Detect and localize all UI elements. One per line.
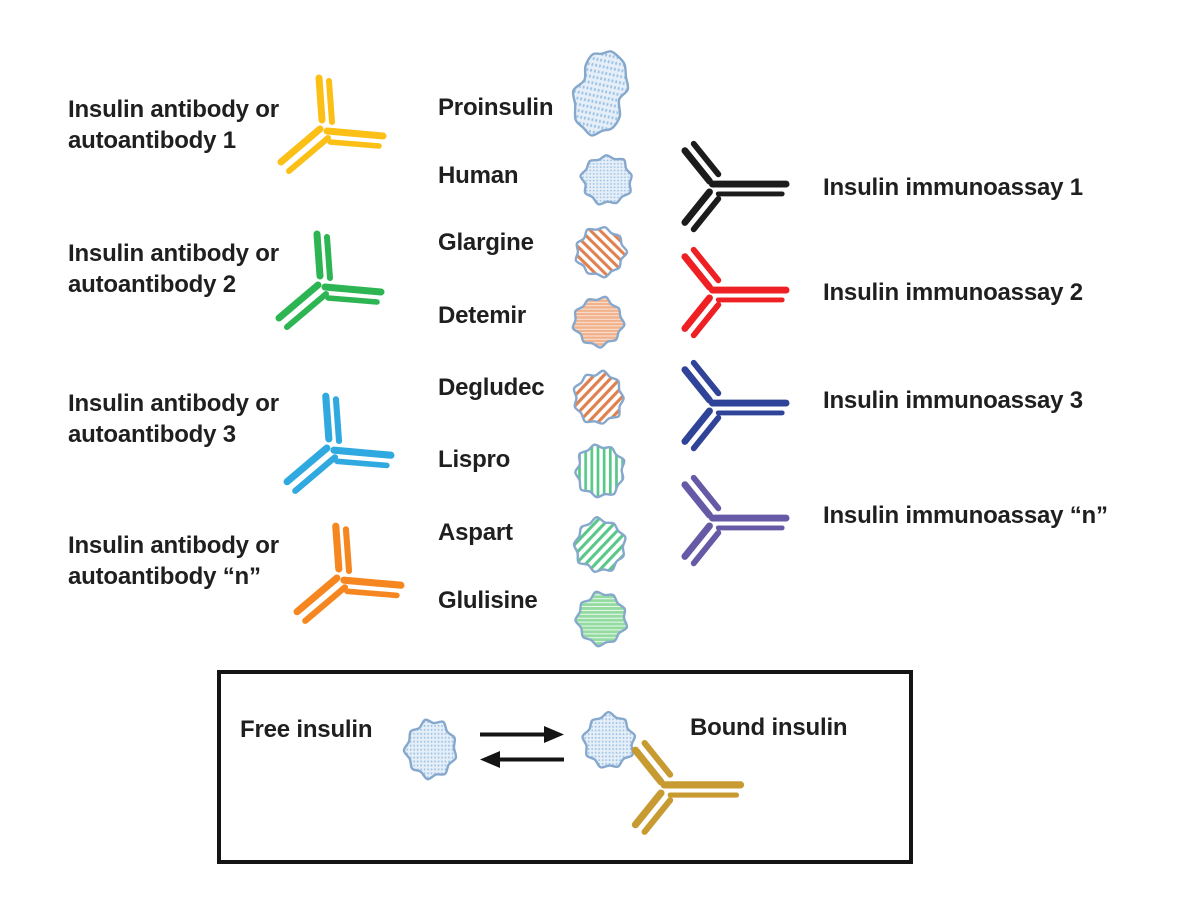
antibody-arm <box>313 230 324 280</box>
antibody-arm <box>690 246 722 284</box>
insulin-antibody-3-label: Insulin antibody or autoantibody 3 <box>68 390 279 448</box>
free-insulin-label: Free insulin <box>240 716 373 743</box>
insulin-antibody-n-icon <box>291 520 405 624</box>
immunoassay-3-antibody-icon <box>680 359 790 456</box>
antibody-stem <box>275 281 322 322</box>
lispro-label: Lispro <box>438 446 511 473</box>
antibody-arm <box>681 188 713 226</box>
human-insulin-blob-icon <box>578 152 636 208</box>
insulin-antibody-2-label: Insulin antibody or autoantibody 2 <box>68 240 279 298</box>
antibody-arm <box>322 392 333 443</box>
bound-insulin-blob-icon <box>580 710 638 772</box>
antibody-stem <box>284 291 329 330</box>
immunoassay-2-antibody-icon <box>680 246 790 343</box>
antibody-arm <box>342 526 353 575</box>
antibody-arm <box>641 739 674 778</box>
antibody-arm <box>681 253 713 291</box>
aspart-label: Aspart <box>438 519 513 546</box>
antibody-arm <box>332 396 343 445</box>
antibody-arm <box>631 746 665 786</box>
antibody-stem <box>286 135 331 174</box>
antibody-arm <box>681 407 713 445</box>
antibody-stem <box>277 125 324 166</box>
immunoassay-n-antibody-icon <box>680 474 790 571</box>
equilibrium-arrows-icon <box>478 722 566 770</box>
immunoassay-3-label: Insulin immunoassay 3 <box>823 387 1083 414</box>
immunoassay-2-label: Insulin immunoassay 2 <box>823 279 1083 306</box>
antibody-arm <box>681 147 713 185</box>
proinsulin-blob-icon <box>560 34 643 145</box>
insulin-antibody-1-label: Insulin antibody or autoantibody 1 <box>68 96 279 154</box>
antibody-arm <box>690 529 722 567</box>
insulin-antibody-1-icon <box>275 72 387 174</box>
antibody-arm <box>690 359 722 397</box>
antibody-arm <box>690 301 722 339</box>
antibody-arm <box>321 283 385 296</box>
antibody-arm <box>690 195 722 233</box>
glulisine-blob-icon <box>573 589 630 649</box>
antibody-arm <box>344 588 400 599</box>
bound-insulin-antibody-icon <box>628 739 747 839</box>
antibody-arm <box>690 414 722 452</box>
immunoassay-n-label: Insulin immunoassay “n” <box>823 502 1108 529</box>
antibody-arm <box>631 789 665 829</box>
immunoassay-1-antibody-icon <box>680 140 790 237</box>
antibody-stem <box>293 574 341 616</box>
antibody-arm <box>334 458 390 469</box>
antibody-arm <box>327 139 382 149</box>
antibody-arm <box>323 127 387 140</box>
immunoassay-1-label: Insulin immunoassay 1 <box>823 174 1083 201</box>
insulin-antibody-3-icon <box>281 390 395 494</box>
antibody-arm <box>681 522 713 560</box>
detemir-label: Detemir <box>438 302 526 329</box>
antibody-arm <box>325 295 380 305</box>
antibody-arm <box>681 294 713 332</box>
antibody-arm <box>330 446 395 459</box>
glulisine-label: Glulisine <box>438 587 538 614</box>
degludec-label: Degludec <box>438 374 545 401</box>
antibody-arm <box>690 474 722 512</box>
insulin-antibody-2-icon <box>273 228 385 330</box>
antibody-arm <box>641 797 674 835</box>
antibody-arm <box>340 576 405 589</box>
antibody-stem <box>283 444 331 486</box>
antibody-arm <box>324 234 333 281</box>
equilibrium-box <box>217 670 913 864</box>
antibody-stem <box>302 584 348 624</box>
degludec-blob-icon <box>570 368 627 428</box>
antibody-arm <box>332 522 343 573</box>
aspart-blob-icon <box>571 515 629 576</box>
antibody-stem <box>292 454 338 494</box>
insulin-antibody-n-label: Insulin antibody or autoantibody “n” <box>68 532 279 590</box>
free-insulin-blob-icon <box>402 716 460 782</box>
glargine-blob-icon <box>572 224 629 280</box>
lispro-blob-icon <box>572 441 628 501</box>
antibody-arm <box>681 366 713 404</box>
antibody-arm <box>315 74 326 124</box>
detemir-blob-icon <box>570 294 627 350</box>
glargine-label: Glargine <box>438 229 534 256</box>
bound-insulin-label: Bound insulin <box>690 714 848 741</box>
human-insulin-label: Human <box>438 162 519 189</box>
antibody-arm <box>326 78 335 125</box>
proinsulin-label: Proinsulin <box>438 94 554 121</box>
antibody-arm <box>690 140 722 178</box>
antibody-arm <box>681 481 713 519</box>
